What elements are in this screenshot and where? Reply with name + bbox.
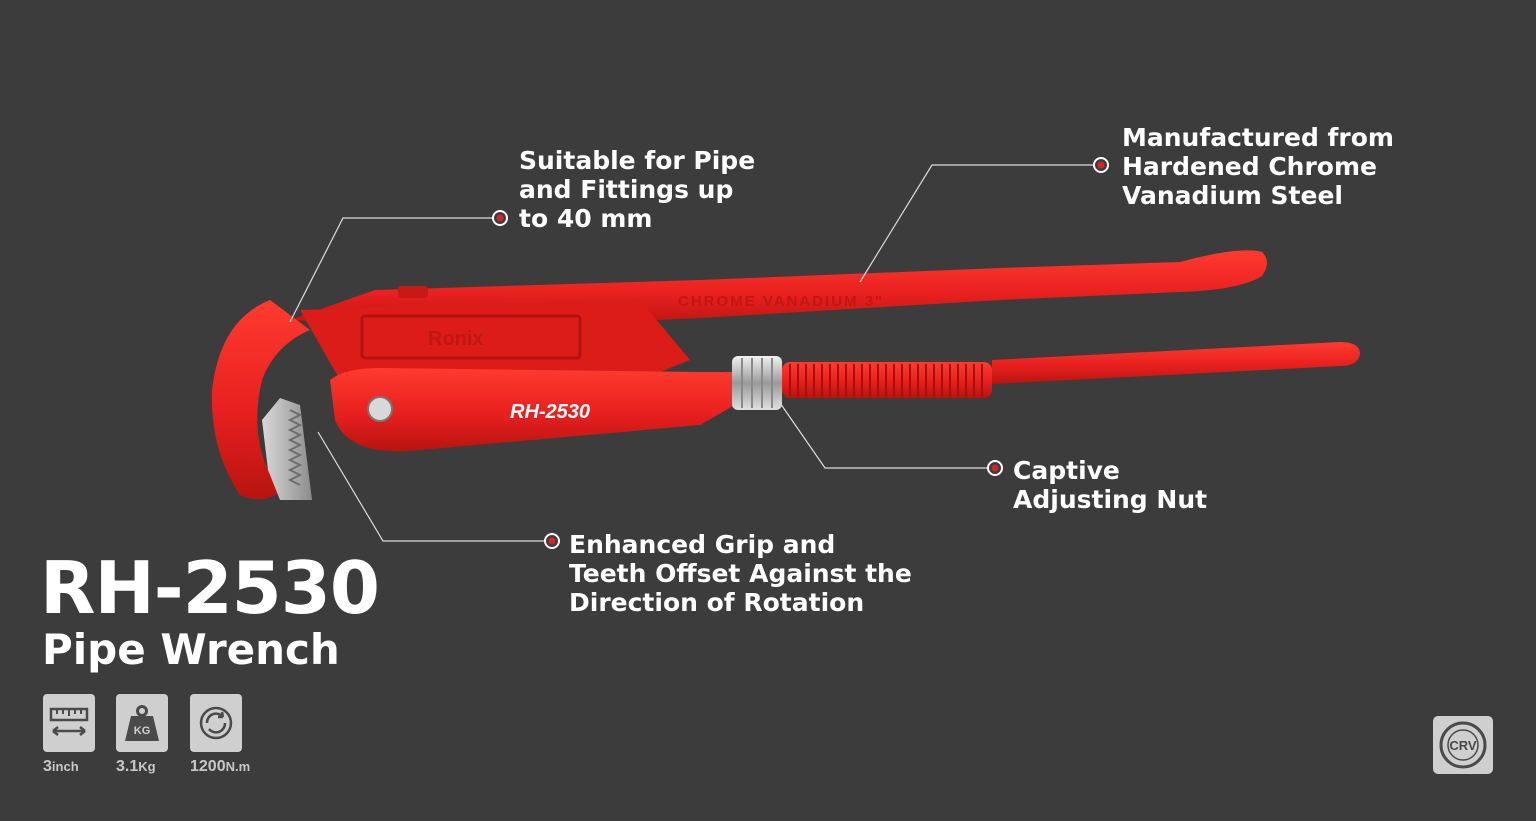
torque-icon [190,694,242,752]
hook-jaw [211,300,310,500]
callout-line: Teeth Offset Against the [569,559,912,588]
callout-line: Adjusting Nut [1013,485,1208,514]
lower-handle [782,342,1360,398]
pivot-rivet [367,396,393,422]
callout-line: Vanadium Steel [1122,181,1343,210]
ruler-icon [43,694,95,752]
spec-weight: KG 3.1Kg [116,694,168,776]
adjusting-nut [732,356,782,410]
spec-torque-label: 1200N.m [190,758,251,775]
callout-markers [492,157,1109,549]
lower-jaw-body [330,368,740,452]
wrench-body [300,300,690,380]
leader-lines [289,164,1100,542]
crv-badge-text: CRV [1449,738,1477,753]
spec-weight-label: 3.1Kg [116,758,156,775]
crv-badge-icon: CRV [1433,716,1493,774]
callout-line: Manufactured from [1122,123,1394,152]
callout-material: Manufactured from Hardened Chrome Vanadi… [1122,123,1394,210]
tool-material-marking: CHROME VANADIUM 3" [678,293,884,310]
spec-length-label: 3inch [43,758,79,775]
callout-line: Hardened Chrome [1122,152,1377,181]
product-name: Pipe Wrench [42,625,340,674]
callout-line: Suitable for Pipe [519,146,756,175]
spec-torque: 1200N.m [190,694,251,776]
callout-line: Captive [1013,456,1120,485]
weight-icon: KG [116,694,168,752]
svg-text:KG: KG [134,725,151,737]
callout-line: and Fittings up [519,175,734,204]
callout-line: Direction of Rotation [569,588,865,617]
callout-adjusting-nut: Captive Adjusting Nut [1013,456,1207,514]
spec-length: 3inch [43,694,95,776]
jaw-teeth [262,398,312,500]
tool-brand-marking: Ronix [428,328,484,350]
callout-pipe-capacity: Suitable for Pipe and Fittings up to 40 … [519,146,755,233]
callout-line: Enhanced Grip and [569,530,836,559]
callout-grip-teeth: Enhanced Grip and Teeth Offset Against t… [569,530,912,617]
tool-model-marking: RH-2530 [510,401,590,423]
callout-line: to 40 mm [519,204,653,233]
product-model-title: RH-2530 [40,546,380,630]
